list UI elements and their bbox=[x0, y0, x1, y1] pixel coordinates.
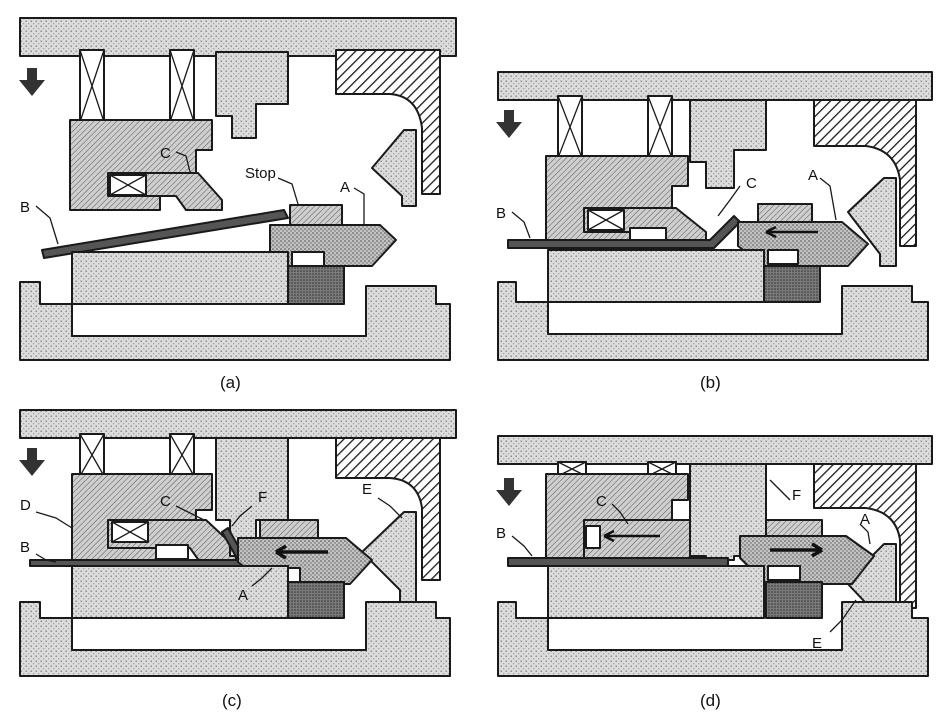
driver-nose bbox=[371, 129, 417, 207]
die-shoe bbox=[19, 601, 451, 677]
left-arrow-icon bbox=[275, 544, 328, 560]
label-a: A bbox=[860, 511, 870, 528]
label-f: F bbox=[258, 489, 267, 506]
down-arrow-icon bbox=[496, 478, 522, 506]
caption-c: (c) bbox=[222, 691, 242, 710]
lower-die bbox=[71, 251, 289, 305]
upper-die-plate bbox=[497, 435, 933, 465]
down-arrow-icon bbox=[19, 448, 45, 476]
label-c: C bbox=[160, 145, 171, 162]
label-stop: Stop bbox=[245, 165, 276, 182]
driver-nose bbox=[847, 177, 897, 267]
slide-holder bbox=[763, 265, 821, 303]
die-shoe bbox=[19, 281, 451, 361]
panel-a: B C Stop A (a) bbox=[19, 17, 457, 392]
spring-icon bbox=[767, 249, 799, 265]
cam-driver bbox=[813, 99, 917, 247]
label-a: A bbox=[340, 179, 350, 196]
left-arrow-icon bbox=[603, 529, 660, 543]
stop-block bbox=[259, 519, 319, 539]
spring-icon bbox=[291, 251, 325, 267]
spring-icon bbox=[287, 567, 301, 583]
strip-b bbox=[507, 557, 729, 567]
label-c: C bbox=[746, 175, 757, 192]
center-punch bbox=[689, 99, 767, 189]
lower-die bbox=[547, 249, 765, 303]
right-arrow-icon bbox=[770, 542, 823, 558]
pad-block bbox=[155, 544, 189, 560]
panel-d: B C F A E (d) bbox=[496, 435, 933, 710]
slide-holder bbox=[765, 581, 823, 619]
die-shoe bbox=[497, 601, 929, 677]
label-f: F bbox=[792, 487, 801, 504]
slide-holder bbox=[287, 581, 345, 619]
cam-driver bbox=[335, 49, 441, 195]
panel-b: B C A (b) bbox=[496, 71, 933, 392]
spring-icon bbox=[557, 95, 673, 159]
label-b: B bbox=[496, 205, 506, 222]
stop-block bbox=[757, 203, 813, 223]
lower-die bbox=[547, 565, 765, 619]
spring-icon bbox=[79, 433, 195, 477]
lower-die bbox=[71, 565, 289, 619]
label-e: E bbox=[362, 481, 372, 498]
cam-driver bbox=[335, 437, 441, 581]
label-c: C bbox=[596, 493, 607, 510]
caption-d: (d) bbox=[700, 691, 721, 710]
label-a: A bbox=[808, 167, 818, 184]
die-shoe bbox=[497, 281, 929, 361]
label-c: C bbox=[160, 493, 171, 510]
slide-holder bbox=[287, 265, 345, 305]
label-b: B bbox=[496, 525, 506, 542]
spring-icon bbox=[767, 565, 801, 581]
label-b: B bbox=[20, 539, 30, 556]
down-arrow-icon bbox=[19, 68, 45, 96]
center-punch bbox=[215, 51, 289, 139]
stop-block bbox=[765, 519, 823, 537]
label-e: E bbox=[812, 635, 822, 652]
spring-icon bbox=[557, 461, 677, 477]
spring-icon bbox=[585, 525, 601, 549]
label-d: D bbox=[20, 497, 31, 514]
caption-a: (a) bbox=[220, 373, 241, 392]
label-a: A bbox=[238, 587, 248, 604]
left-arrow-icon bbox=[765, 225, 818, 239]
strip-b bbox=[41, 209, 289, 259]
spring-icon bbox=[79, 49, 195, 123]
down-arrow-icon bbox=[496, 110, 522, 138]
stop-block bbox=[289, 204, 343, 226]
caption-b: (b) bbox=[700, 373, 721, 392]
label-b: B bbox=[20, 199, 30, 216]
panel-c: D B C F A E (c) bbox=[19, 409, 457, 710]
